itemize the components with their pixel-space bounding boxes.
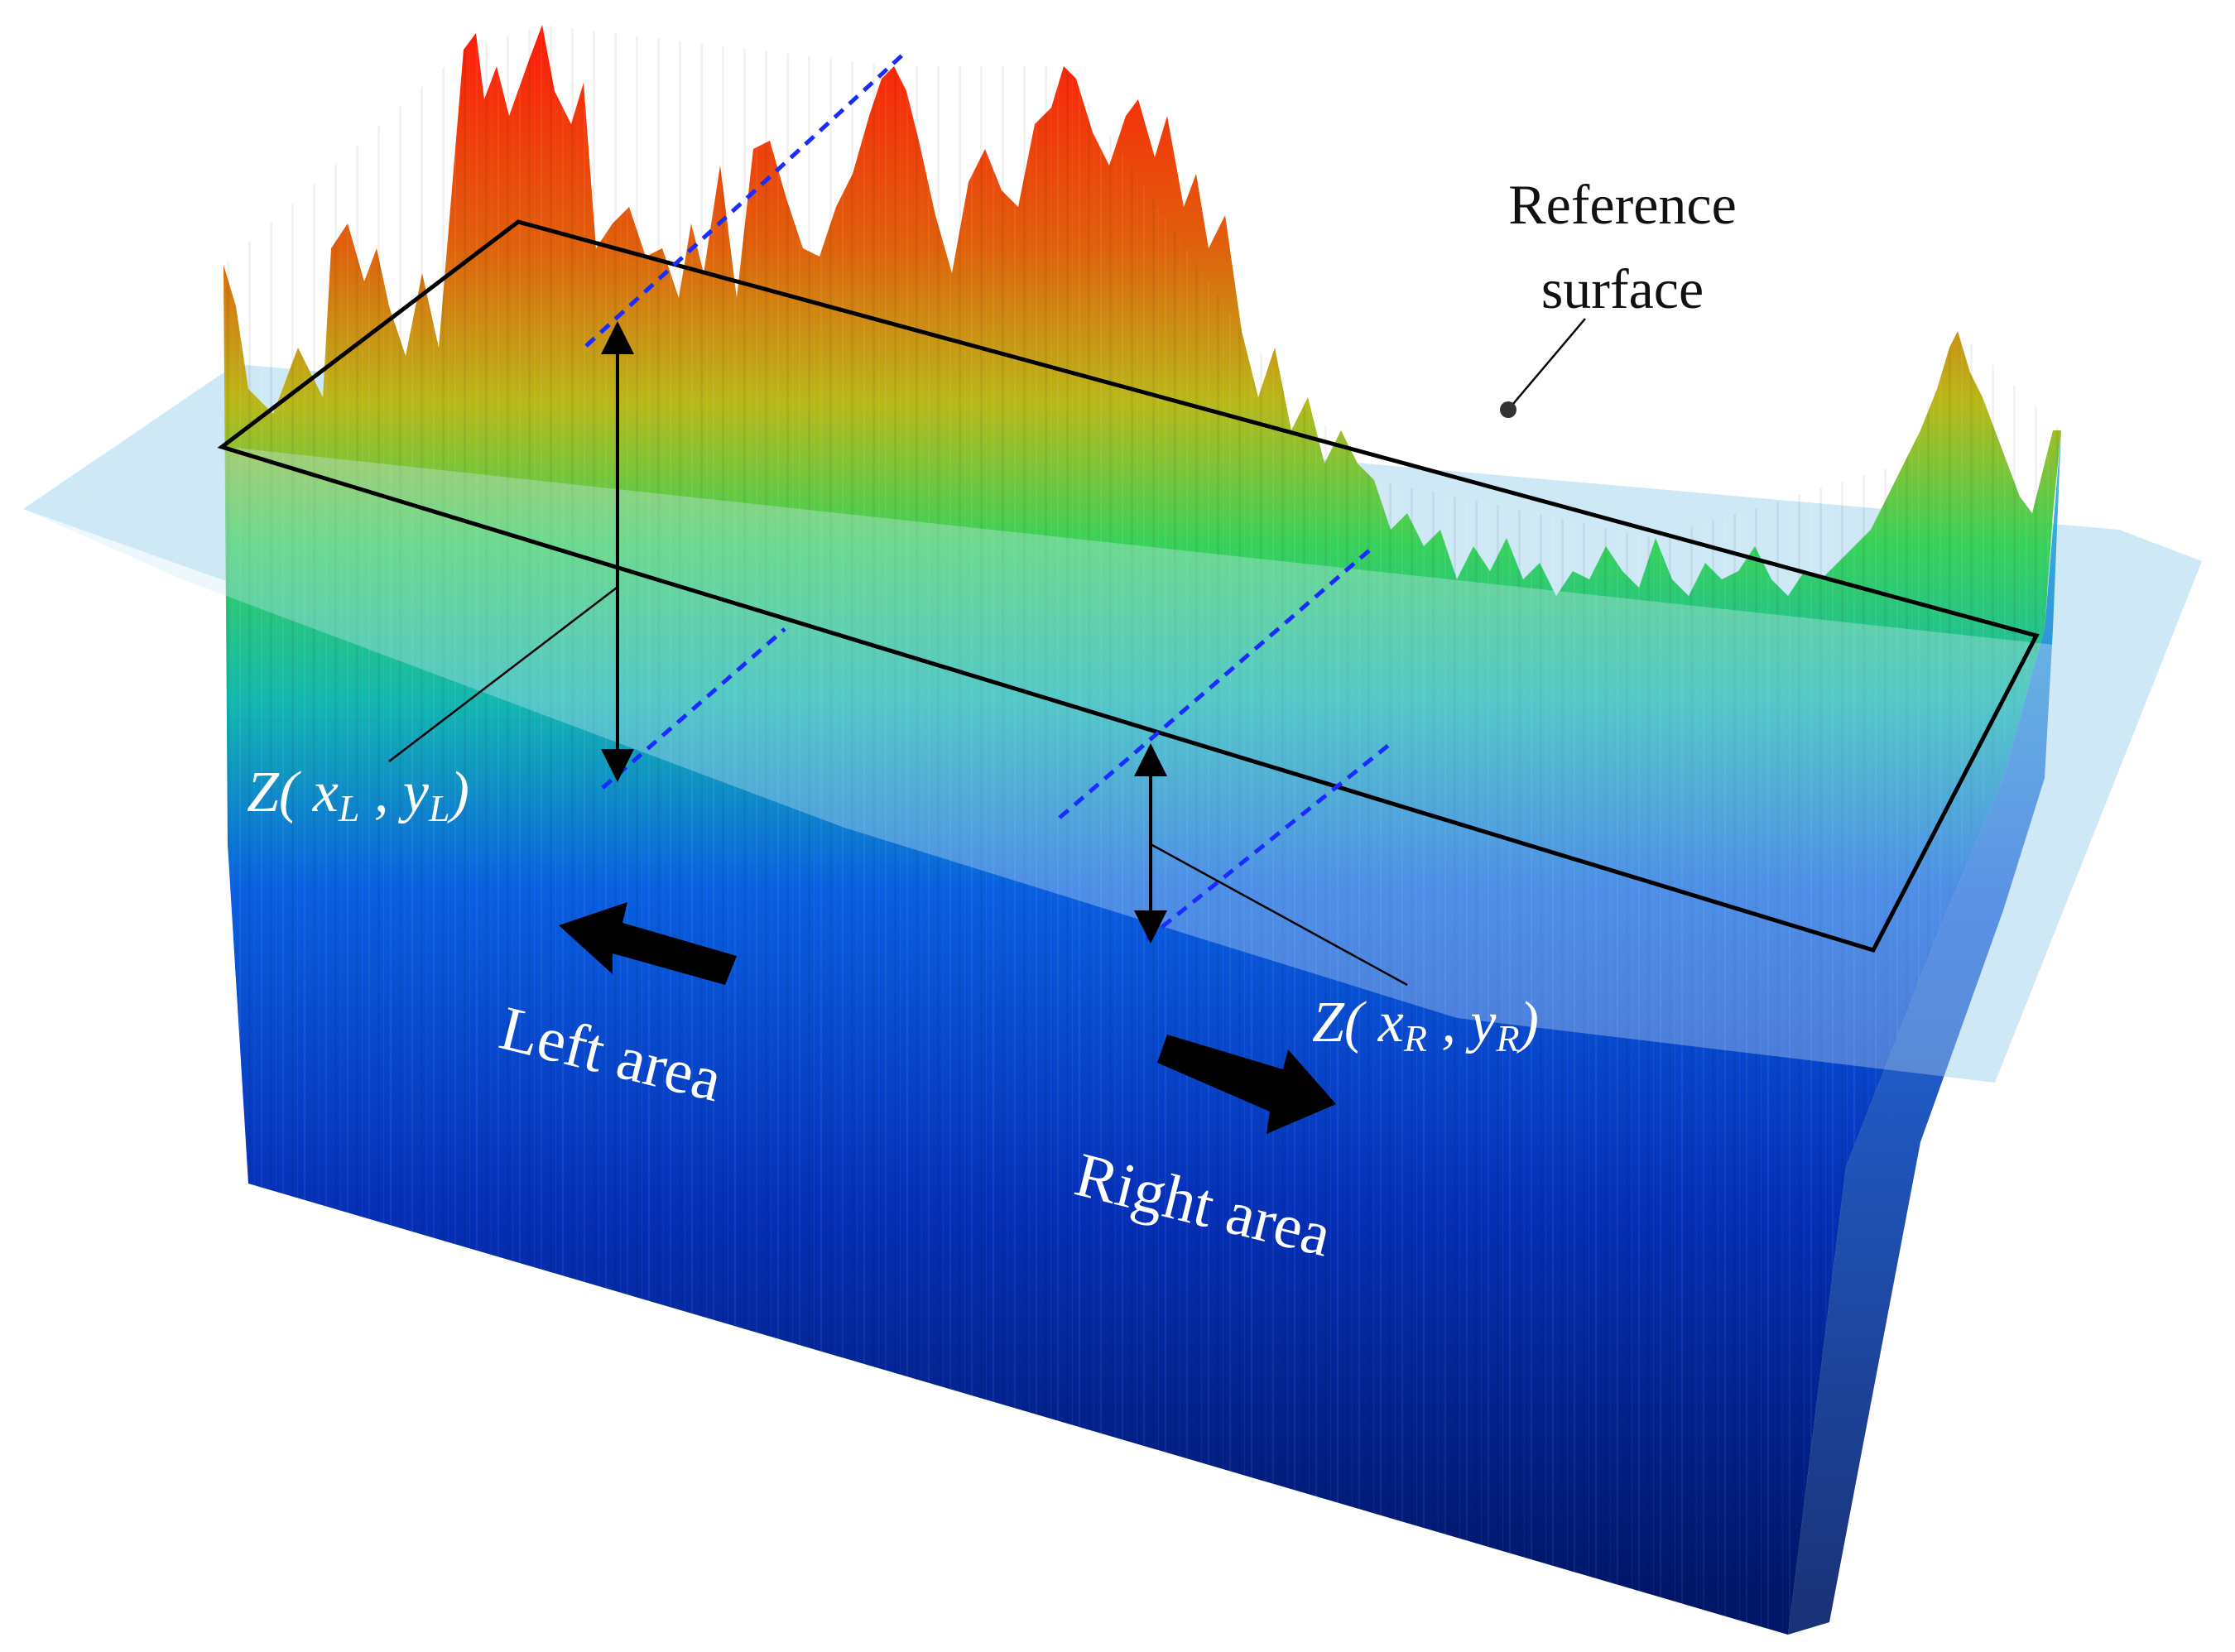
leader-z-right	[1150, 843, 1408, 987]
left-direction-arrow	[559, 902, 737, 985]
block-right-face	[1788, 430, 2061, 1635]
z-right-label: Z( xR , yR)	[1312, 991, 1539, 1059]
leader-z-left	[388, 587, 618, 762]
dashed-guide-left-upper	[584, 50, 908, 348]
reference-plane-front	[23, 447, 2202, 1083]
dashed-guide-right-upper	[1058, 545, 1376, 819]
reference-point-dot	[1500, 401, 1516, 418]
right-direction-arrow	[1157, 1035, 1336, 1134]
dashed-guide-right-lower	[1145, 743, 1391, 941]
leader-lines	[388, 318, 1586, 987]
height-arrows	[601, 321, 1167, 944]
reference-frame-outline	[217, 219, 2040, 953]
reference-surface-label-line1: Reference	[1508, 173, 1737, 236]
leader-reference	[1507, 318, 1586, 411]
reference-surface-label-line2: surface	[1541, 257, 1704, 320]
z-left-label: Z( xL , yL)	[247, 761, 469, 829]
